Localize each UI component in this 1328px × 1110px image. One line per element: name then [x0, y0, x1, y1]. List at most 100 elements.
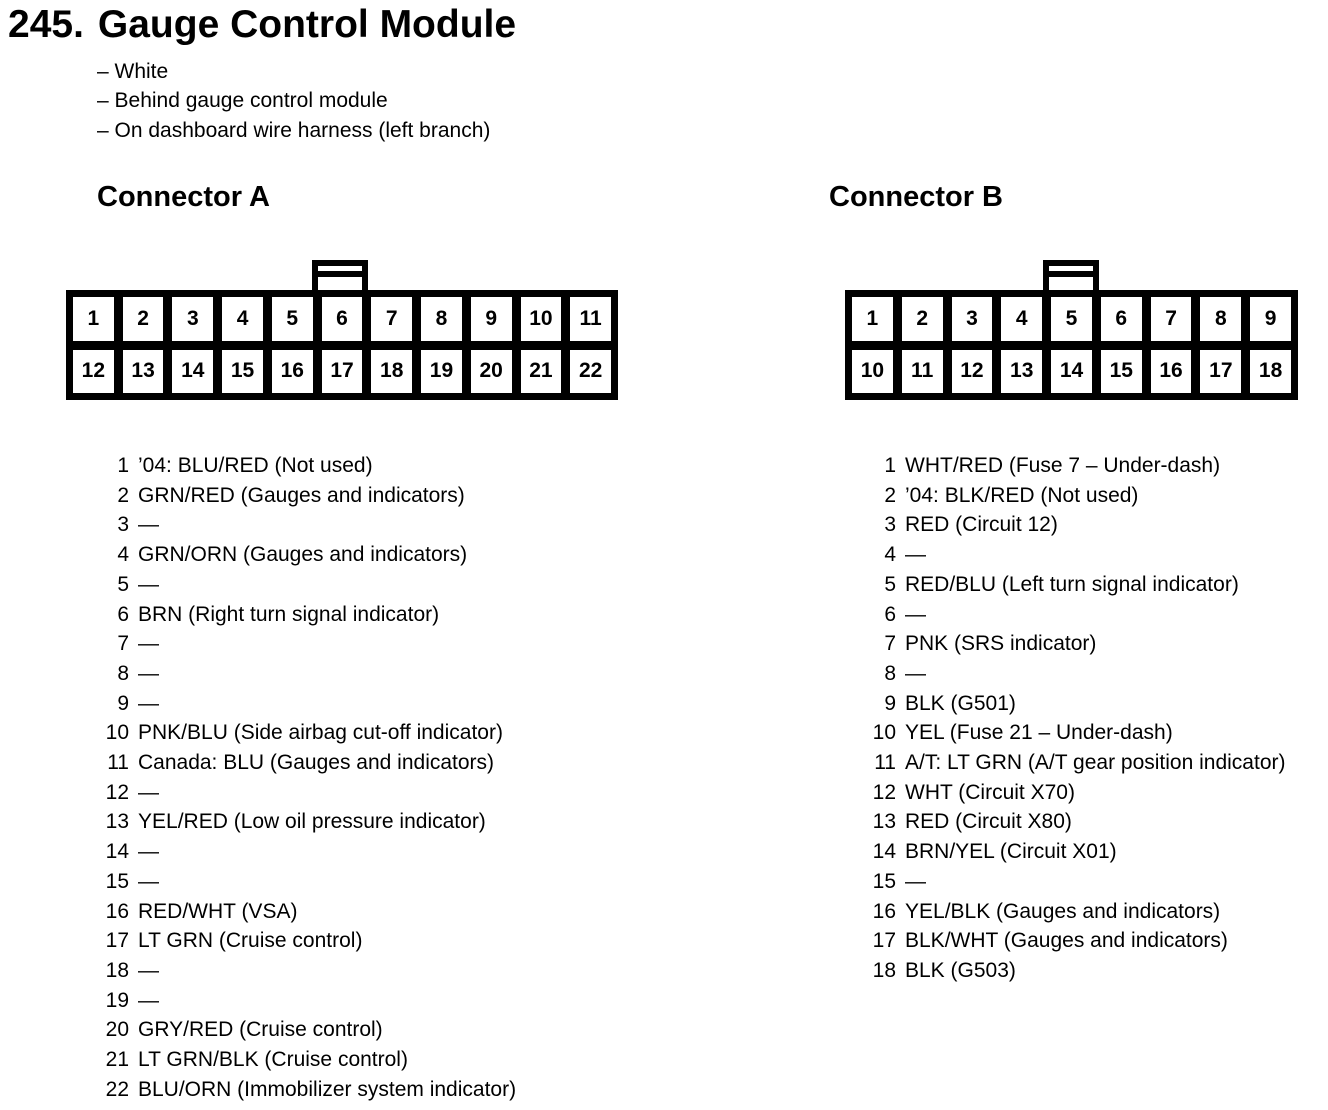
pin-description: BRN (Right turn signal indicator)	[138, 602, 440, 626]
pin-number: 11	[107, 751, 129, 775]
pin-cell: 8	[1200, 297, 1242, 341]
pin-number: 19	[105, 988, 129, 1012]
pin-cell: 7	[1150, 297, 1192, 341]
pin-cell: 12	[73, 349, 114, 393]
pin-description: BLK (G501)	[905, 691, 1016, 715]
pin-cell: 13	[122, 349, 164, 393]
pin-number: 4	[117, 543, 129, 567]
pin-description: BLK (G503)	[905, 958, 1016, 982]
pin-description: PNK/BLU (Side airbag cut-off indicator)	[138, 721, 503, 745]
pin-number: 8	[117, 661, 129, 685]
pin-number: 10	[105, 721, 129, 745]
pin-number: 3	[884, 513, 896, 537]
pin-cell: 20	[470, 349, 512, 393]
pin-description: —	[138, 840, 159, 864]
pin-cell: 11	[570, 297, 611, 341]
pin-cell: 2	[122, 297, 164, 341]
pin-cell: 4	[222, 297, 263, 341]
pin-row: 20 GRY/RED (Cruise control)	[95, 1015, 516, 1045]
pin-number: 11	[874, 751, 896, 775]
pin-cell: 15	[222, 349, 263, 393]
pin-cell: 12	[951, 349, 993, 393]
pin-number: 12	[872, 780, 896, 804]
note-line: – White	[97, 60, 169, 83]
note-line: – On dashboard wire harness (left branch…	[97, 118, 491, 142]
pin-description: BLU/ORN (Immobilizer system indicator)	[138, 1077, 517, 1101]
pin-cell: 4	[1001, 297, 1043, 341]
pin-number: 1	[117, 454, 129, 477]
pin-cell: 3	[172, 297, 214, 341]
pin-description: —	[138, 869, 159, 893]
pin-number: 20	[105, 1018, 129, 1042]
connector-a-pin-grid: 1 2 3 4 5 6 7 8 9 10 11 12 13 14 15 16 1…	[66, 290, 618, 400]
pin-description: —	[905, 543, 926, 567]
pin-number: 15	[872, 869, 896, 893]
pin-number: 4	[884, 543, 896, 567]
pin-cell: 14	[1051, 349, 1092, 393]
pin-cell: 1	[852, 297, 893, 341]
pin-row: 19—	[95, 986, 516, 1016]
pin-description: BRN/YEL (Circuit X01)	[905, 840, 1117, 864]
pin-cell: 9	[470, 297, 512, 341]
pin-cell: 19	[421, 349, 462, 393]
pin-number: 17	[872, 929, 896, 953]
pin-row: 2’04: BLK/RED (Not used)	[862, 481, 1285, 511]
page-title-text: Gauge Control Module	[97, 3, 517, 46]
pin-number: 5	[884, 572, 896, 596]
pin-number: 13	[105, 810, 129, 834]
pin-row: 10 PNK/BLU (Side airbag cut-off indicator…	[95, 718, 516, 748]
pin-description: —	[138, 572, 159, 596]
pin-cell: 11	[901, 349, 943, 393]
pin-description: —	[138, 661, 159, 685]
pin-number: 16	[105, 899, 129, 923]
pin-description: —	[138, 513, 159, 537]
pin-number: 9	[884, 691, 896, 715]
pin-description: —	[138, 691, 159, 715]
connector-b-pin-grid: 1 2 3 4 5 6 7 8 9 10 11 12 13 14 15 16 1…	[845, 290, 1298, 400]
pin-number: 7	[884, 632, 896, 656]
pin-number: 18	[872, 958, 896, 982]
pin-number: 6	[884, 602, 896, 626]
pin-cell: 17	[1200, 349, 1242, 393]
pin-cell: 7	[371, 297, 413, 341]
pin-row: 18—	[95, 956, 516, 986]
pin-description: LT GRN (Cruise control)	[138, 929, 363, 953]
pin-cell: 18	[1250, 349, 1291, 393]
pin-row: 8—	[95, 659, 516, 689]
pin-row: 4 GRN/ORN (Gauges and indicators)	[95, 540, 516, 570]
pin-row: 14—	[95, 837, 516, 867]
pin-number: 1	[884, 454, 896, 477]
pin-row: 9 BLK (G501)	[862, 689, 1285, 719]
pin-row: 3—	[95, 510, 516, 540]
pin-description: GRN/ORN (Gauges and indicators)	[138, 543, 468, 567]
pin-number: 2	[117, 483, 129, 507]
pin-cell: 10	[852, 349, 893, 393]
pin-cell: 16	[271, 349, 313, 393]
pin-row: 8—	[862, 659, 1285, 689]
pin-description: GRY/RED (Cruise control)	[138, 1018, 383, 1042]
pin-cell: 3	[951, 297, 993, 341]
pin-row: 15—	[862, 867, 1285, 897]
pin-cell: 2	[901, 297, 943, 341]
pin-number: 12	[105, 780, 129, 804]
pin-cell: 22	[570, 349, 611, 393]
pin-description: —	[138, 958, 159, 982]
pin-number: 22	[105, 1077, 129, 1101]
pin-cell: 8	[421, 297, 462, 341]
pin-description: PNK (SRS indicator)	[905, 632, 1097, 656]
pin-row: 18 BLK (G503)	[862, 956, 1285, 986]
pin-description: ’04: BLU/RED (Not used)	[138, 454, 373, 477]
pin-cell: 18	[371, 349, 413, 393]
pin-description: Canada: BLU (Gauges and indicators)	[138, 751, 495, 775]
